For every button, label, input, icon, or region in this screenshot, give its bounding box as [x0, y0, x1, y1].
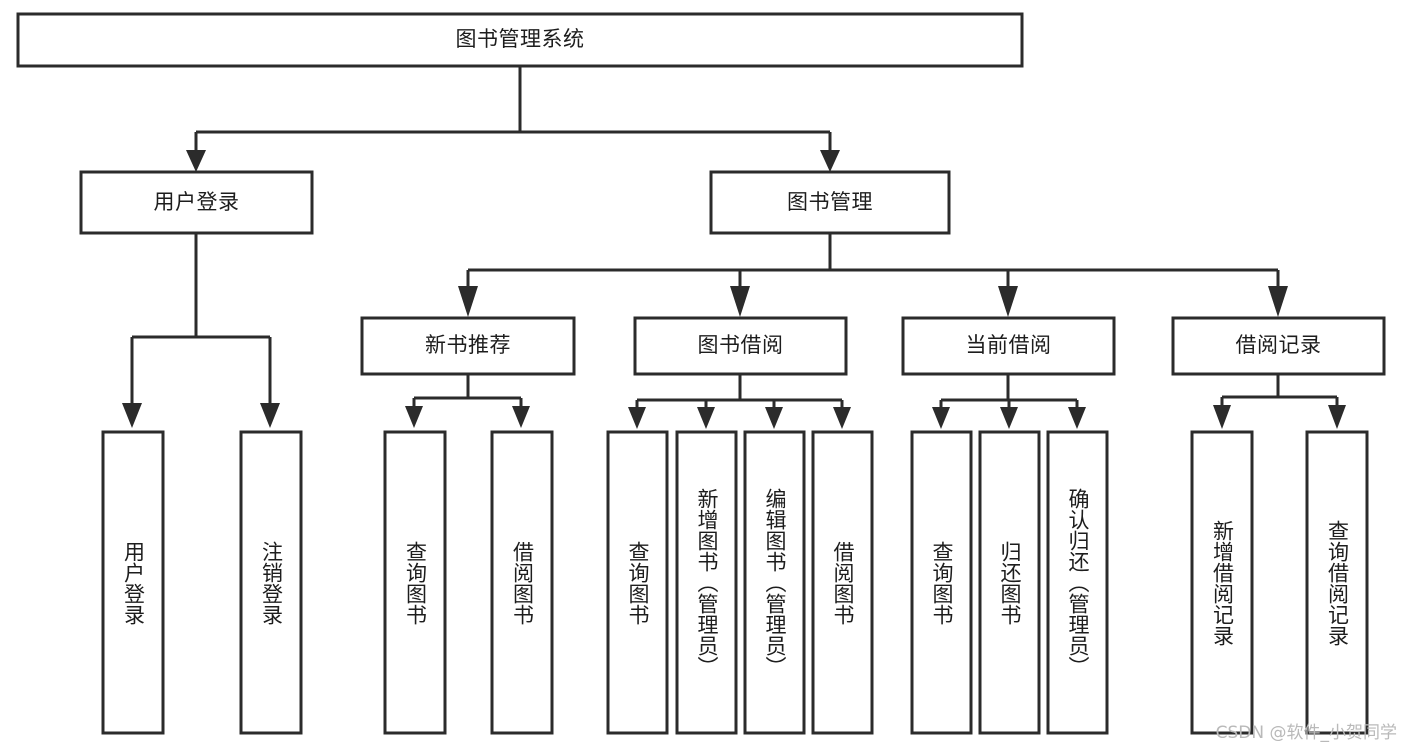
label-root: 图书管理系统 [455, 27, 585, 52]
node-box-leaf-bo-4[interactable] [811, 430, 874, 735]
label-leaf-bo-1: 查询图书 [625, 540, 650, 625]
label-new-book: 新书推荐 [425, 333, 511, 358]
arrow-head-records [1268, 286, 1288, 317]
node-box-layer [16, 12, 1386, 735]
label-leaf-logout: 注销登录 [259, 540, 284, 625]
arrow-head-current [998, 286, 1018, 317]
node-box-leaf-cu-1[interactable] [910, 430, 973, 735]
node-box-leaf-nb-2[interactable] [490, 430, 554, 735]
label-leaf-cu-1: 查询图书 [929, 540, 954, 625]
label-leaf-bo-4: 借阅图书 [830, 540, 855, 625]
node-box-user-login[interactable] [79, 170, 314, 235]
node-box-leaf-re-1[interactable] [1190, 430, 1254, 735]
node-box-borrow[interactable] [633, 316, 848, 376]
node-box-book-mgmt[interactable] [709, 170, 951, 235]
label-records: 借阅记录 [1235, 333, 1322, 358]
arrow-head-cu-leaf-1 [932, 407, 950, 429]
arrow-head-leaf-user-login [122, 403, 142, 428]
arrow-head-re-leaf-2 [1328, 405, 1346, 429]
label-leaf-re-2: 查询借阅记录 [1325, 519, 1350, 646]
label-leaf-bo-2: 新增图书（管理员） [694, 488, 719, 677]
watermark-text: CSDN @软件_小贺同学 [1215, 723, 1397, 743]
node-box-records[interactable] [1171, 316, 1386, 376]
arrow-head-new-book [458, 286, 478, 317]
node-box-leaf-logout[interactable] [239, 430, 303, 735]
label-leaf-cu-3: 确认归还（管理员） [1065, 488, 1090, 677]
node-box-root[interactable] [16, 12, 1024, 68]
node-box-leaf-user-login[interactable] [101, 430, 165, 735]
arrow-head-bo-leaf-3 [765, 407, 783, 429]
node-box-leaf-re-2[interactable] [1305, 430, 1369, 735]
label-leaf-user-login: 用户登录 [121, 540, 146, 625]
arrow-head-bo-leaf-4 [833, 407, 851, 429]
arrow-head-cu-leaf-2 [1000, 407, 1018, 429]
arrow-head-re-leaf-1 [1213, 405, 1231, 429]
connector-layer [122, 66, 1346, 429]
arrow-head-nb-leaf-2 [512, 406, 530, 428]
label-current: 当前借阅 [965, 333, 1052, 358]
label-book-mgmt: 图书管理 [787, 189, 873, 214]
node-box-leaf-bo-3[interactable] [743, 430, 806, 735]
label-leaf-re-1: 新增借阅记录 [1210, 519, 1235, 646]
label-leaf-cu-2: 归还图书 [997, 540, 1022, 625]
label-leaf-bo-3: 编辑图书（管理员） [762, 488, 787, 677]
node-box-leaf-cu-3[interactable] [1046, 430, 1109, 735]
arrow-head-user-login [186, 150, 206, 172]
arrow-head-borrow [730, 286, 750, 317]
label-leaf-nb-1: 查询图书 [403, 540, 428, 625]
node-box-leaf-bo-1[interactable] [606, 430, 669, 735]
arrow-head-nb-leaf-1 [405, 406, 423, 428]
node-box-leaf-nb-1[interactable] [383, 430, 447, 735]
arrow-head-cu-leaf-3 [1068, 407, 1086, 429]
label-borrow: 图书借阅 [697, 333, 784, 358]
arrow-head-bo-leaf-2 [697, 407, 715, 429]
arrow-head-bo-leaf-1 [628, 407, 646, 429]
node-box-new-book[interactable] [360, 316, 576, 376]
node-box-leaf-bo-2[interactable] [675, 430, 738, 735]
arrow-head-book-mgmt [820, 150, 840, 172]
node-box-leaf-cu-2[interactable] [978, 430, 1041, 735]
arrow-head-leaf-logout [260, 403, 280, 428]
label-leaf-nb-2: 借阅图书 [510, 540, 535, 625]
label-user-login: 用户登录 [153, 189, 240, 214]
node-box-current[interactable] [901, 316, 1116, 376]
